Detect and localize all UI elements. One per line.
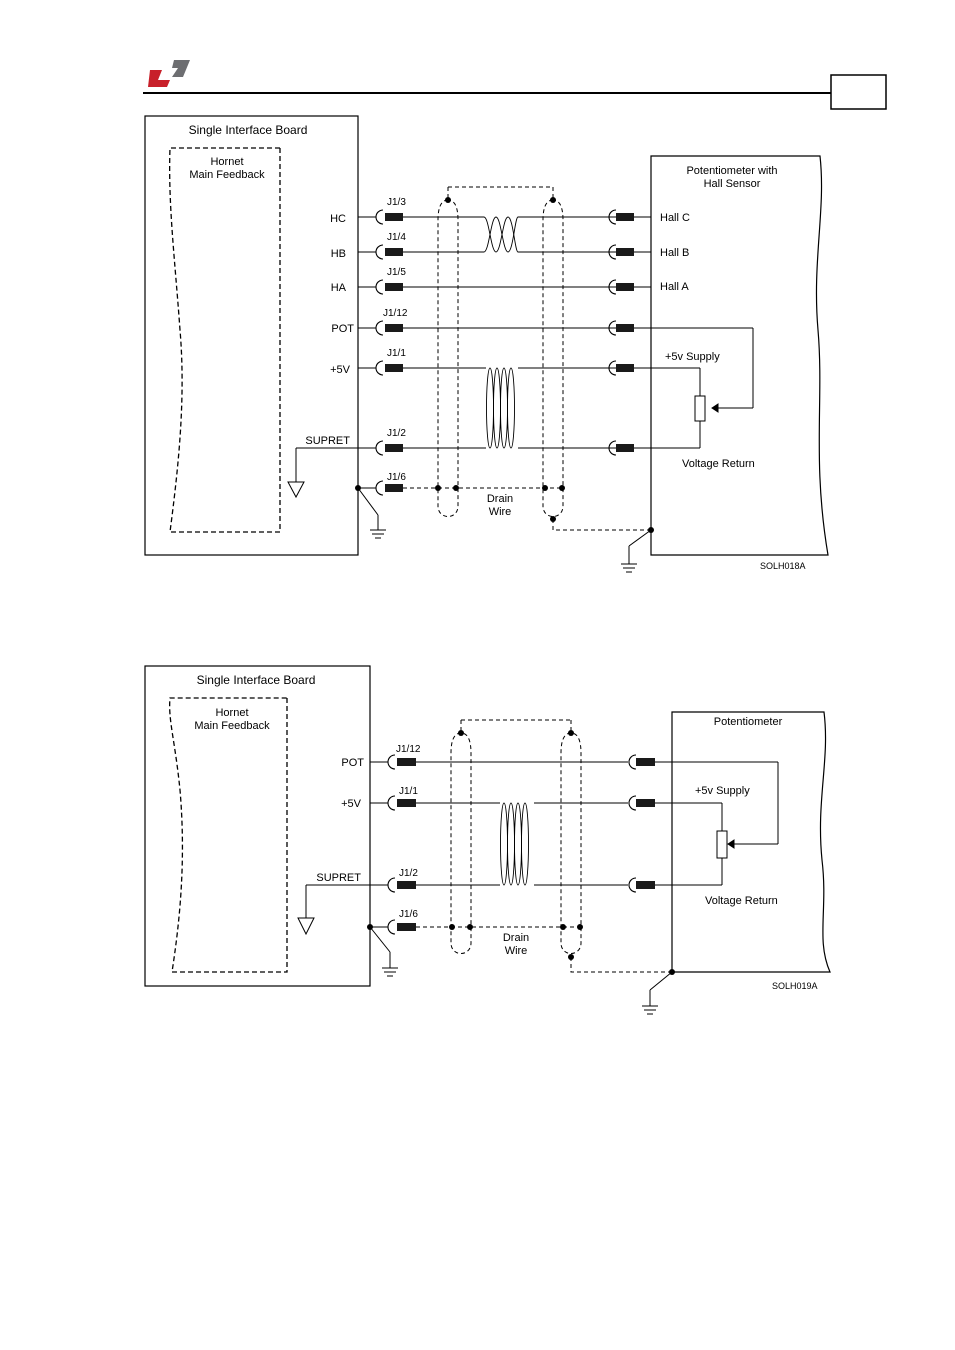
device-ground-icon bbox=[642, 971, 673, 1015]
signal-label: POT bbox=[341, 757, 364, 769]
pin-blocks-device-side bbox=[616, 213, 634, 452]
signal-label: HB bbox=[331, 248, 346, 260]
pin-label: J1/3 bbox=[387, 197, 406, 208]
pin-blocks-board-side bbox=[385, 213, 403, 492]
device-label: Voltage Return bbox=[682, 458, 755, 470]
pin-label: J1/6 bbox=[387, 472, 406, 483]
device-title-2: Hall Sensor bbox=[704, 178, 761, 190]
feedback-region bbox=[169, 697, 288, 973]
signal-label: +5V bbox=[341, 798, 362, 810]
device-label: +5v Supply bbox=[695, 785, 750, 797]
interface-board-box bbox=[144, 665, 371, 987]
board-title: Single Interface Board bbox=[189, 123, 308, 137]
cable-wires bbox=[403, 216, 616, 449]
device-box bbox=[671, 711, 831, 973]
device-box bbox=[650, 155, 829, 556]
connector-device-side bbox=[608, 209, 617, 456]
shield-junctions bbox=[435, 197, 654, 533]
chassis-ground-icon bbox=[369, 926, 398, 977]
potentiometer-icon bbox=[651, 327, 754, 449]
signal-label: HC bbox=[330, 213, 346, 225]
pin-label: J1/5 bbox=[387, 267, 406, 278]
drain-wire-label-1: Drain bbox=[503, 932, 529, 944]
signal-label: POT bbox=[331, 323, 354, 335]
connector-board-side bbox=[387, 754, 396, 935]
drain-wire-label-2: Wire bbox=[505, 945, 528, 957]
device-title: Potentiometer bbox=[714, 716, 783, 728]
device-ground-icon bbox=[621, 529, 652, 573]
cable-shield bbox=[416, 719, 672, 973]
twisted-pair-hall bbox=[483, 216, 519, 253]
interface-board-box bbox=[144, 115, 359, 556]
pin-blocks-device-side bbox=[636, 758, 655, 889]
board-wires bbox=[305, 761, 388, 928]
pin-label: J1/1 bbox=[399, 786, 418, 797]
pin-label: J1/12 bbox=[396, 744, 421, 755]
pin-label: J1/4 bbox=[387, 232, 406, 243]
pin-label: J1/1 bbox=[387, 348, 406, 359]
page-number-box bbox=[830, 74, 887, 110]
device-title-1: Potentiometer with bbox=[686, 165, 777, 177]
pin-label: J1/12 bbox=[383, 308, 408, 319]
signal-label: SUPRET bbox=[305, 435, 350, 447]
cable-shield bbox=[403, 186, 651, 531]
figure-code: SOLH019A bbox=[772, 981, 818, 991]
elmo-logo-icon bbox=[148, 60, 190, 87]
pin-label: J1/2 bbox=[387, 428, 406, 439]
feedback-label-1: Hornet bbox=[215, 707, 248, 719]
shield-junctions bbox=[449, 730, 675, 975]
connector-device-side bbox=[628, 754, 637, 893]
pin-blocks-board-side bbox=[397, 758, 416, 931]
cable-wires bbox=[416, 761, 628, 886]
potentiometer-icon bbox=[672, 761, 779, 886]
device-short-wires bbox=[634, 216, 651, 449]
pin-label: J1/2 bbox=[399, 868, 418, 879]
device-label: Hall B bbox=[660, 247, 689, 259]
signal-label: HA bbox=[331, 282, 347, 294]
signal-label: SUPRET bbox=[316, 872, 361, 884]
ground-triangle-icon bbox=[287, 481, 305, 499]
diagram-2: Single Interface Board Hornet Main Feedb… bbox=[144, 665, 831, 1015]
figure-code: SOLH018A bbox=[760, 561, 806, 571]
device-label: Hall C bbox=[660, 212, 690, 224]
feedback-region bbox=[169, 147, 281, 533]
feedback-label-2: Main Feedback bbox=[189, 169, 265, 181]
twisted-pair-supply bbox=[500, 802, 529, 886]
signal-label: +5V bbox=[330, 364, 351, 376]
drain-wire-label-2: Wire bbox=[489, 506, 512, 518]
chassis-ground-icon bbox=[357, 487, 386, 539]
device-label: Voltage Return bbox=[705, 895, 778, 907]
board-title: Single Interface Board bbox=[197, 673, 316, 687]
device-short-wires bbox=[655, 761, 672, 886]
diagram-1: Single Interface Board Hornet Main Feedb… bbox=[144, 115, 829, 573]
connector-board-side bbox=[375, 209, 384, 496]
junction-dot bbox=[367, 924, 373, 930]
pin-label: J1/6 bbox=[399, 909, 418, 920]
twisted-pair-supply bbox=[486, 367, 515, 449]
junction-dot bbox=[355, 485, 361, 491]
device-label: Hall A bbox=[660, 281, 689, 293]
feedback-label-1: Hornet bbox=[210, 156, 243, 168]
feedback-label-2: Main Feedback bbox=[194, 720, 270, 732]
drain-wire-label-1: Drain bbox=[487, 493, 513, 505]
device-label: +5v Supply bbox=[665, 351, 720, 363]
board-wires bbox=[295, 216, 376, 489]
ground-triangle-icon bbox=[297, 917, 315, 936]
